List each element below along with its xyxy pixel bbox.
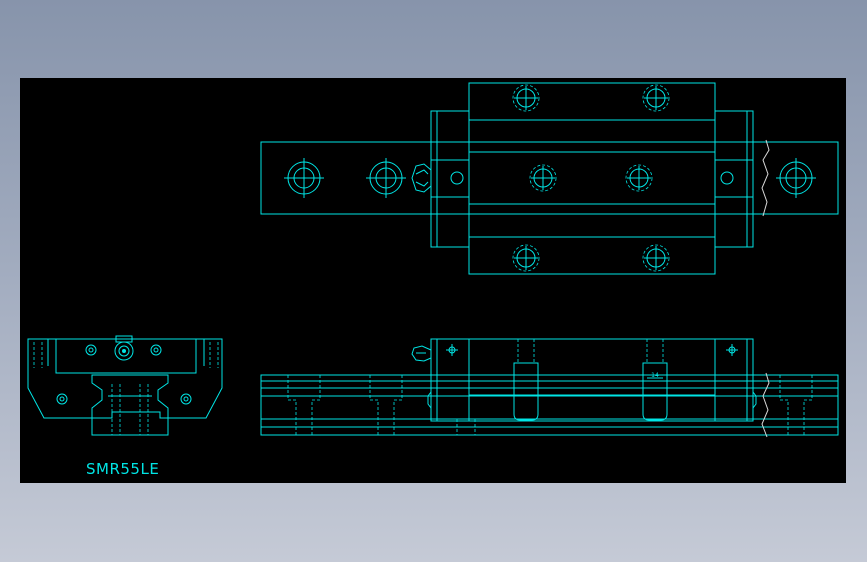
end-view-screw-right xyxy=(180,393,192,405)
part-number-label: SMR55LE xyxy=(86,460,160,478)
rail-hole-3 xyxy=(776,158,816,198)
block-hole-5 xyxy=(512,244,540,272)
end-view-screw-left xyxy=(56,393,68,405)
seal-left-side xyxy=(427,391,432,409)
cad-viewport[interactable]: 14 xyxy=(20,78,846,483)
carriage-block-top xyxy=(468,82,716,275)
end-view-grease-nipple xyxy=(114,335,134,361)
end-view-carriage-outline xyxy=(27,338,223,419)
rail-counterbore-1 xyxy=(287,375,321,435)
dimension-text: 14 xyxy=(651,372,659,379)
block-hole-6 xyxy=(642,244,670,272)
end-mark-left xyxy=(446,344,458,356)
grease-nipple-side xyxy=(411,345,432,362)
rail-counterbore-2 xyxy=(369,375,403,435)
grease-nipple-top xyxy=(411,163,432,193)
rail-break-line xyxy=(761,139,770,217)
top-view xyxy=(260,82,839,275)
block-hole-2 xyxy=(642,84,670,112)
end-view-rail-profile xyxy=(91,374,169,436)
rail-hole-2 xyxy=(366,158,406,198)
rail-side-break-line xyxy=(761,372,770,438)
block-bolt-hidden-2 xyxy=(642,339,668,421)
side-view: 14 xyxy=(260,338,839,438)
block-hole-3 xyxy=(529,164,557,192)
end-view xyxy=(27,335,223,436)
rail-hole-1 xyxy=(284,158,324,198)
block-bolt-hidden-1 xyxy=(513,339,539,421)
seal-screw-right xyxy=(720,171,734,185)
block-hole-1 xyxy=(512,84,540,112)
end-view-hole-left xyxy=(85,344,97,356)
block-hole-4 xyxy=(625,164,653,192)
end-view-hole-right xyxy=(150,344,162,356)
dimension-annotation: 14 xyxy=(647,372,663,379)
cad-drawing: 14 xyxy=(27,82,839,438)
seal-screw-left xyxy=(450,171,464,185)
rail-counterbore-3 xyxy=(779,375,813,435)
rail-side-outline xyxy=(260,374,839,436)
rail-top-outline xyxy=(260,141,839,215)
carriage-block-side xyxy=(430,338,754,422)
seal-right-side xyxy=(752,391,757,409)
end-mark-right xyxy=(726,344,738,356)
